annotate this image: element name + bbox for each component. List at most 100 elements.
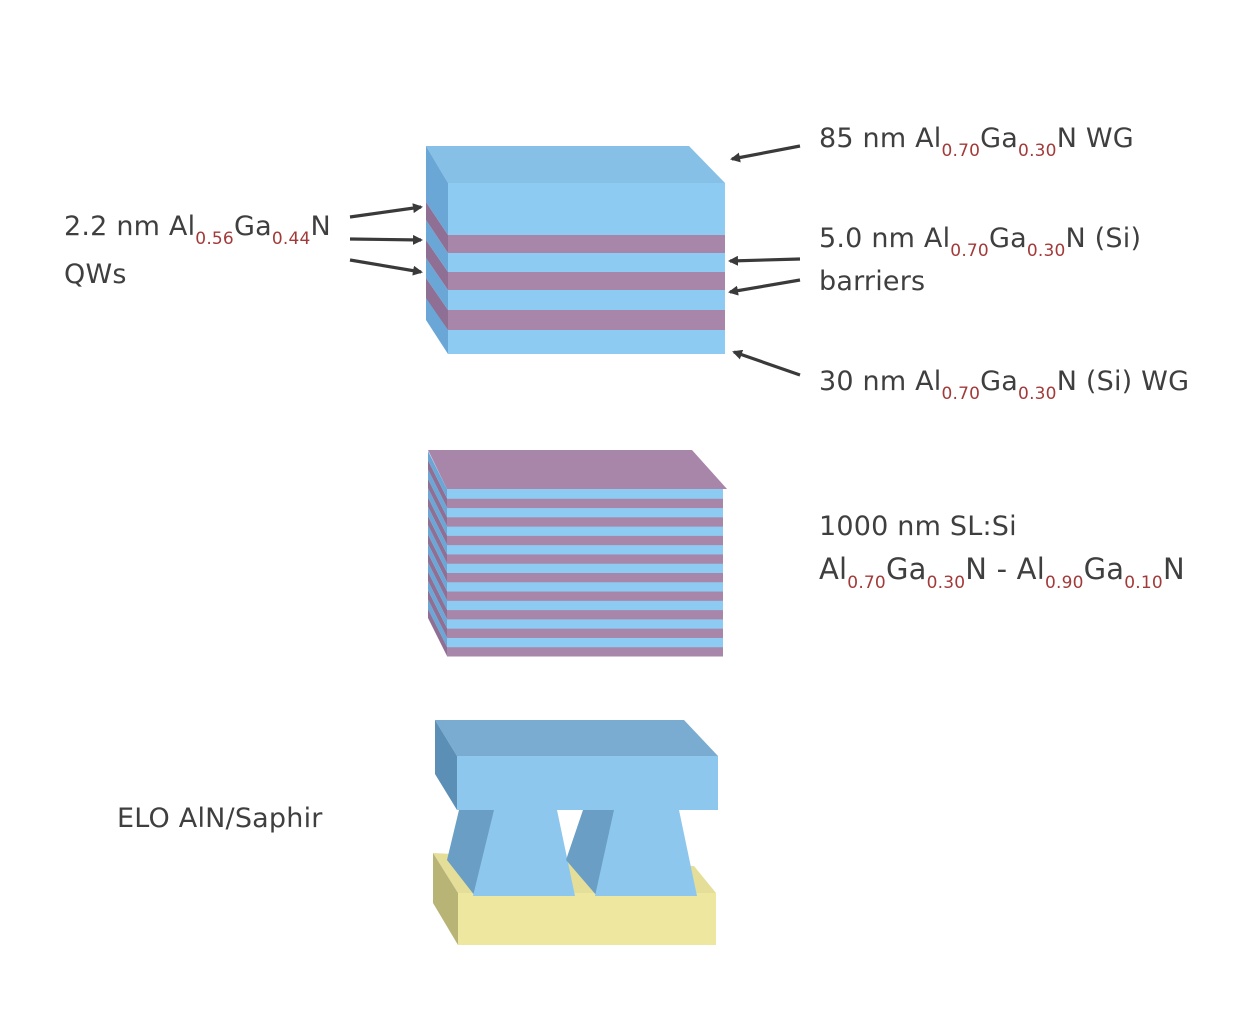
subscript: 0.30 (926, 573, 966, 593)
label-text: Ga (980, 366, 1019, 397)
label-text: N (Si) WG (1056, 366, 1190, 397)
qw-layer-1 (426, 202, 725, 253)
sl-purple-side (428, 497, 447, 545)
sl-top-face (428, 450, 727, 489)
sl-blue-layer (447, 526, 723, 536)
barrier-layer-2 (426, 258, 725, 310)
label-text: Ga (988, 223, 1027, 254)
arrow-qw-3 (349, 258, 423, 276)
sl-purple-side (428, 571, 447, 619)
sl-purple-layer (447, 609, 723, 620)
wg-top-layer (426, 146, 725, 235)
label-elo: ELO AlN/Saphir (117, 804, 323, 834)
sl-blue-side (428, 451, 447, 499)
label-text: 1000 nm SL:Si (819, 511, 1017, 542)
label-text: Ga (980, 123, 1019, 154)
sl-blue-side (428, 525, 447, 573)
elo-structure (433, 720, 718, 945)
subscript: 0.70 (941, 384, 981, 404)
active-region-stack (426, 146, 725, 354)
subscript: 0.56 (195, 229, 234, 249)
label-text: N (1162, 552, 1185, 586)
subscript: 0.70 (941, 141, 981, 161)
subscript: 0.30 (1018, 141, 1057, 161)
label-superlattice: 1000 nm SL:Si (819, 512, 1017, 542)
sl-purple-side (428, 608, 447, 656)
label-text: N (Si) (1065, 223, 1142, 254)
label-text: Ga (885, 552, 927, 586)
sl-blue-side (428, 580, 447, 629)
sl-blue-side (428, 543, 447, 592)
sl-purple-layer (447, 646, 723, 657)
sl-blue-side (428, 469, 447, 517)
sl-purple-side (428, 590, 447, 638)
arrow-wg-top (730, 144, 801, 163)
sl-blue-layer (447, 563, 723, 573)
label-qw-line2: QWs (64, 260, 127, 290)
label-text: Al (819, 552, 848, 586)
sl-blue-layer (447, 507, 723, 518)
subscript: 0.70 (950, 241, 989, 261)
label-text: N WG (1056, 123, 1134, 154)
qw-layer-3 (426, 278, 725, 330)
sl-purple-layer (447, 535, 723, 546)
sl-purple-side (428, 478, 447, 527)
label-text: Ga (1083, 552, 1125, 586)
sl-blue-layer (447, 489, 723, 499)
sl-blue-layer (447, 544, 723, 555)
sl-purple-side (428, 460, 447, 508)
subscript: 0.90 (1044, 573, 1084, 593)
label-text: Ga (233, 211, 272, 242)
wg-bottom-layer (426, 296, 725, 354)
superlattice-stack (428, 450, 727, 657)
label-text: N (310, 211, 331, 242)
label-wg-top: 85 nm Al0.70Ga0.30N WG (819, 123, 1134, 160)
sl-purple-side (428, 534, 447, 582)
label-barriers-line2: barriers (819, 267, 925, 297)
arrow-qw-1 (349, 203, 423, 219)
label-text: 5.0 nm Al (819, 223, 951, 254)
sl-purple-layer (447, 516, 723, 527)
subscript: 0.10 (1124, 573, 1163, 593)
sl-purple-layer (447, 498, 723, 509)
qw-layer-2 (426, 240, 725, 290)
sl-blue-side (428, 562, 447, 610)
elo-aln-cap (435, 720, 718, 810)
label-barriers: 5.0 nm Al0.70Ga0.30N (Si) (819, 223, 1142, 260)
sl-blue-layer (447, 600, 723, 611)
label-text: 2.2 nm Al (64, 211, 196, 242)
barrier-layer-1 (426, 220, 725, 272)
sl-blue-layer (447, 581, 723, 592)
subscript: 0.30 (1018, 384, 1057, 404)
label-text: barriers (819, 266, 926, 297)
label-text: N - Al (965, 552, 1045, 586)
label-wg-bottom: 30 nm Al0.70Ga0.30N (Si) WG (819, 366, 1190, 403)
subscript: 0.30 (1026, 241, 1066, 261)
sl-blue-side (428, 599, 447, 647)
sl-purple-layer (447, 628, 723, 638)
sl-purple-layer (447, 591, 723, 601)
sl-purple-layer (447, 553, 723, 564)
sl-blue-side (428, 506, 447, 554)
aln-pillar-right (566, 810, 697, 896)
label-qw: 2.2 nm Al0.56Ga0.44N (64, 211, 331, 248)
arrow-barrier-1 (728, 255, 801, 266)
sl-purple-layer (447, 572, 723, 583)
sl-blue-layer (447, 637, 723, 648)
sl-blue-layer (447, 618, 723, 629)
sl-blue-side (428, 488, 447, 536)
arrow-qw-2 (349, 234, 423, 245)
label-superlattice-composition: Al0.70Ga0.30N - Al0.90Ga0.10N (819, 552, 1185, 591)
label-text: 30 nm Al (819, 366, 942, 397)
subscript: 0.70 (847, 573, 886, 593)
subscript: 0.44 (271, 229, 311, 249)
sl-purple-side (428, 553, 447, 601)
arrows (349, 144, 801, 377)
aln-pillar-left (447, 810, 575, 896)
label-text: QWs (64, 259, 127, 290)
label-text: ELO AlN/Saphir (117, 803, 323, 834)
label-text: 85 nm Al (819, 123, 942, 154)
sl-purple-side (428, 515, 447, 564)
arrow-barrier-2 (728, 278, 801, 296)
